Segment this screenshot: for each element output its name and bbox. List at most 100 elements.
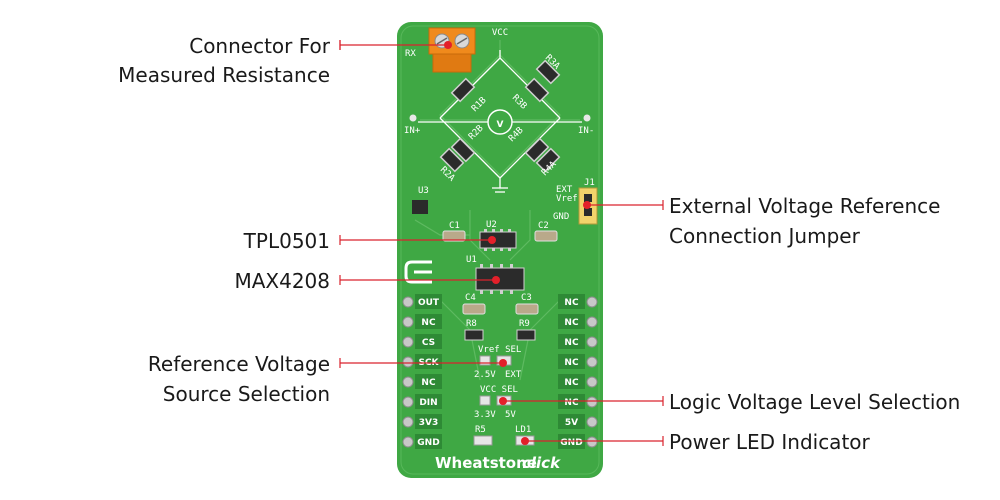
left-header-pin: [402, 376, 414, 388]
board-title: Wheatstone: [435, 454, 537, 472]
label-logic-level: Logic Voltage Level Selection: [669, 390, 960, 414]
label-connector-line1: Connector For: [189, 34, 331, 58]
capacitor-c3: [515, 303, 539, 315]
silk-vref-sel: Vref SEL: [478, 345, 521, 355]
silk-j1: J1: [584, 178, 595, 188]
right-pin-label-bg: [558, 414, 585, 429]
resistor-r5: [473, 435, 493, 446]
right-header-pin: [586, 296, 598, 308]
left-pin-label-bg: [415, 294, 442, 309]
right-pin-label: NC: [564, 378, 579, 388]
voltmeter-label: V: [497, 120, 504, 130]
terminal-connector: [428, 27, 476, 73]
left-pin-label-bg: [415, 354, 442, 369]
left-pin-label-bg: [415, 414, 442, 429]
left-pin-label-bg: [415, 394, 442, 409]
chip-u3: [412, 200, 428, 214]
label-max4208: MAX4208: [234, 269, 330, 293]
resistor-r1b: [450, 77, 476, 103]
label-extref-line1: External Voltage Reference: [669, 194, 940, 218]
callout-labels: Connector For Measured Resistance TPL050…: [118, 34, 960, 454]
marker-tpl0501: [488, 236, 496, 244]
right-header-pin: [586, 396, 598, 408]
left-header-pin: [402, 396, 414, 408]
marker-vcc-sel: [499, 397, 507, 405]
silk-gnd: GND: [553, 212, 569, 222]
right-pin-label: NC: [564, 398, 579, 408]
right-pin-label-bg: [558, 334, 585, 349]
silk-u1: U1: [466, 255, 477, 265]
right-pin-label: NC: [564, 298, 579, 308]
right-pin-label-bg: [558, 354, 585, 369]
vcc-sel-pad-left: [479, 395, 491, 406]
resistor-r8: [464, 329, 484, 341]
right-pin-label-bg: [558, 294, 585, 309]
left-pin-label: CS: [422, 338, 435, 348]
capacitor-c4: [462, 303, 486, 315]
callout-markers: [444, 41, 591, 445]
silk-in-plus: IN+: [404, 126, 421, 136]
left-pin-label: DIN: [419, 398, 437, 408]
resistor-r2b: [450, 137, 476, 163]
silk-c3: C3: [521, 293, 532, 303]
left-header-pin: [402, 296, 414, 308]
silk-ld1: LD1: [515, 425, 531, 435]
right-header-pin: [586, 356, 598, 368]
resistor-r2a: [439, 147, 465, 173]
silk-c1: C1: [449, 221, 460, 231]
left-header-pin: [402, 436, 414, 448]
marker-max4208: [492, 276, 500, 284]
left-pin-label: NC: [421, 378, 436, 388]
resistor-r3b: [524, 77, 550, 103]
capacitor-c1: [442, 230, 466, 242]
marker-power-led: [521, 437, 529, 445]
left-pin-label: 3V3: [419, 418, 439, 428]
left-pin-label-bg: [415, 334, 442, 349]
silk-vcc-sel: VCC SEL: [480, 385, 518, 395]
silk-in-minus: IN-: [578, 126, 594, 136]
right-header-pin: [586, 316, 598, 328]
resistor-r3a: [535, 59, 561, 85]
right-header-pin: [586, 436, 598, 448]
right-header-pin: [586, 376, 598, 388]
label-tpl0501: TPL0501: [243, 229, 330, 253]
label-refsrc-line1: Reference Voltage: [148, 352, 330, 376]
right-pin-label: 5V: [565, 418, 578, 428]
right-pin-label: NC: [564, 358, 579, 368]
in-minus-pad: [583, 114, 591, 122]
label-extref-line2: Connection Jumper: [669, 224, 861, 248]
board-title-suffix: click: [522, 454, 561, 472]
left-header-pin: [402, 316, 414, 328]
label-power-led: Power LED Indicator: [669, 430, 871, 454]
left-pin-label: OUT: [418, 298, 440, 308]
left-pin-label-bg: [415, 314, 442, 329]
marker-connector: [444, 41, 452, 49]
silk-u3: U3: [418, 186, 429, 196]
voltmeter-symbol: [487, 109, 513, 135]
callout-lines: [339, 40, 664, 446]
silk-vcc: VCC: [492, 28, 508, 38]
left-pin-label-bg: [415, 434, 442, 449]
right-pin-label-bg: [558, 374, 585, 389]
right-pin-label: GND: [560, 438, 582, 448]
silk-3v3: 3.3V: [474, 410, 496, 420]
silk-r5: R5: [475, 425, 486, 435]
silk-5v: 5V: [505, 410, 516, 420]
right-header-pin: [586, 416, 598, 428]
resistor-r9: [516, 329, 536, 341]
right-pin-label: NC: [564, 318, 579, 328]
silk-vref: Vref: [556, 194, 578, 204]
pcb-edge: [400, 25, 600, 475]
left-pin-label-bg: [415, 374, 442, 389]
label-connector-line2: Measured Resistance: [118, 63, 330, 87]
marker-vref-sel: [499, 359, 507, 367]
vref-sel-pad-left: [479, 355, 491, 366]
chip-u1: [475, 264, 525, 294]
left-header-pin: [402, 356, 414, 368]
silk-ext: EXT: [556, 185, 573, 195]
resistor-r4b: [524, 137, 550, 163]
resistor-r4a: [535, 147, 561, 173]
brand-logo-icon: [404, 260, 432, 284]
